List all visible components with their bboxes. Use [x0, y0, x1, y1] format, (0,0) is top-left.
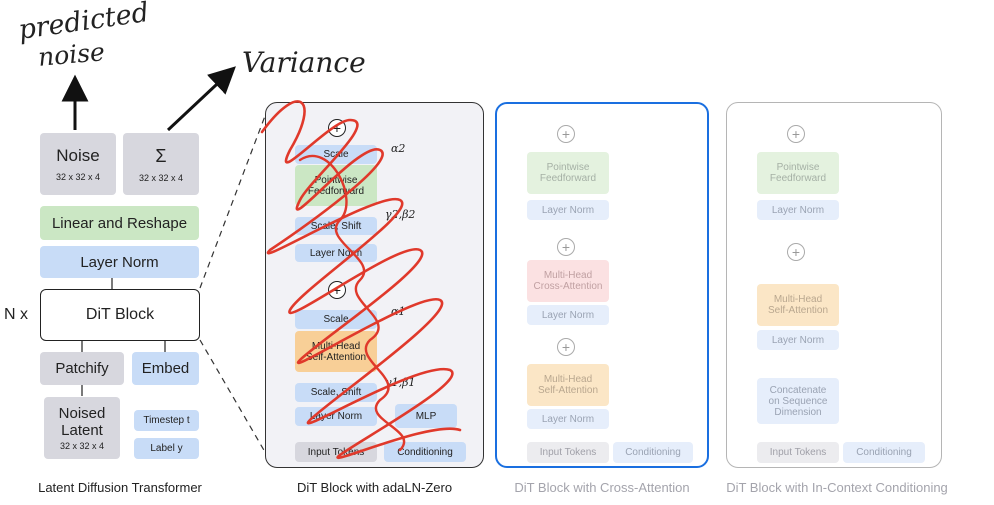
adaln-caption: DiT Block with adaLN-Zero — [296, 480, 453, 495]
cross-pointwise-line2: Feedforward — [539, 173, 597, 184]
incontext-concat-line3: Dimension — [774, 406, 822, 418]
dit-block-box: DiT Block — [40, 289, 200, 341]
cross-add-2: + — [557, 238, 575, 256]
incontext-layer-norm-2: Layer Norm — [757, 330, 839, 350]
noised-latent-line2: Latent — [61, 422, 103, 439]
gamma2-beta2-label: γ2,β2 — [385, 208, 416, 221]
zoom-line-top — [199, 115, 266, 289]
noised-latent-dim: 32 x 32 x 4 — [59, 441, 105, 451]
annotation-variance: Variance — [242, 46, 366, 79]
cross-mhsa: Multi-Head Self-Attention — [527, 364, 609, 406]
layer-norm-box: Layer Norm — [40, 246, 199, 278]
incontext-mhsa-line1: Multi-Head — [773, 294, 823, 305]
incontext-caption: DiT Block with In-Context Conditioning — [726, 480, 948, 495]
cross-add-3: + — [557, 338, 575, 356]
cross-conditioning: Conditioning — [613, 442, 693, 463]
cross-pointwise-ff: Pointwise Feedforward — [527, 152, 609, 194]
incontext-pointwise-line2: Feedforward — [769, 173, 827, 184]
cross-mhca-line2: Cross-Attention — [533, 281, 603, 292]
incontext-add-2: + — [787, 243, 805, 261]
adaln-pointwise-line1: Pointwise — [314, 174, 358, 186]
adaln-input-tokens: Input Tokens — [295, 442, 377, 462]
cross-add-1: + — [557, 125, 575, 143]
incontext-layer-norm-1: Layer Norm — [757, 200, 839, 220]
incontext-pointwise-ff: Pointwise Feedforward — [757, 152, 839, 194]
cross-caption: DiT Block with Cross-Attention — [514, 480, 690, 495]
sigma-label: Σ — [155, 145, 167, 166]
incontext-mhsa: Multi-Head Self-Attention — [757, 284, 839, 326]
incontext-mhsa-line2: Self-Attention — [767, 305, 829, 316]
adaln-layer-norm-top: Layer Norm — [295, 244, 377, 262]
adaln-scale-shift-top: Scale, Shift — [295, 217, 377, 235]
incontext-add-1: + — [787, 125, 805, 143]
incontext-concatenate: Concatenate on Sequence Dimension — [757, 378, 839, 424]
adaln-scale-bottom: Scale — [295, 310, 377, 329]
cross-mhsa-line2: Self-Attention — [537, 385, 599, 396]
left-caption: Latent Diffusion Transformer — [38, 480, 202, 495]
annotation-noise: noise — [36, 37, 106, 72]
adaln-scale-top: Scale — [295, 145, 377, 164]
variance-output-arrow — [166, 66, 236, 132]
gamma1-beta1-label: γ1,β1 — [385, 376, 416, 389]
noised-latent-line1: Noised — [58, 405, 106, 422]
cross-mhca-line1: Multi-Head — [543, 270, 593, 281]
cross-input-tokens: Input Tokens — [527, 442, 609, 463]
cross-mhsa-line1: Multi-Head — [543, 374, 593, 385]
adaln-mhsa-line2: Self-Attention — [305, 351, 367, 363]
adaln-mhsa: Multi-Head Self-Attention — [295, 331, 377, 372]
incontext-concat-line1: Concatenate — [769, 384, 827, 396]
incontext-pointwise-line1: Pointwise — [776, 162, 820, 173]
noised-latent-box: Noised Latent 32 x 32 x 4 — [44, 397, 120, 459]
zoom-line-bottom — [199, 339, 266, 453]
cross-layer-norm-3: Layer Norm — [527, 409, 609, 429]
alpha1-label: α1 — [391, 305, 406, 318]
cross-pointwise-line1: Pointwise — [546, 162, 590, 173]
residual-add-top: + — [328, 119, 346, 137]
adaln-conditioning: Conditioning — [384, 442, 466, 462]
noise-dim: 32 x 32 x 4 — [55, 172, 101, 182]
embed-box: Embed — [132, 352, 199, 385]
cross-layer-norm-2: Layer Norm — [527, 305, 609, 325]
adaln-mlp: MLP — [395, 404, 457, 428]
n-times-label: N x — [4, 306, 28, 323]
sigma-output-box: Σ 32 x 32 x 4 — [123, 133, 199, 195]
noise-output-box: Noise 32 x 32 x 4 — [40, 133, 116, 195]
label-box: Label y — [134, 438, 199, 459]
patchify-box: Patchify — [40, 352, 124, 385]
adaln-mhsa-line1: Multi-Head — [311, 340, 361, 352]
incontext-input-tokens: Input Tokens — [757, 442, 839, 463]
residual-add-bottom: + — [328, 281, 346, 299]
cross-layer-norm-1: Layer Norm — [527, 200, 609, 220]
linear-reshape-box: Linear and Reshape — [40, 206, 199, 240]
sigma-dim: 32 x 32 x 4 — [138, 172, 184, 183]
alpha2-label: α2 — [391, 142, 406, 155]
incontext-concat-line2: on Sequence — [768, 395, 828, 407]
noise-label: Noise — [56, 146, 100, 165]
incontext-conditioning: Conditioning — [843, 442, 925, 463]
adaln-pointwise-ff: Pointwise Feedforward — [295, 165, 377, 206]
adaln-layer-norm-bottom: Layer Norm — [295, 407, 377, 426]
cross-mhca: Multi-Head Cross-Attention — [527, 260, 609, 302]
timestep-box: Timestep t — [134, 410, 199, 431]
adaln-scale-shift-bottom: Scale, Shift — [295, 383, 377, 402]
adaln-pointwise-line2: Feedforward — [307, 185, 365, 197]
